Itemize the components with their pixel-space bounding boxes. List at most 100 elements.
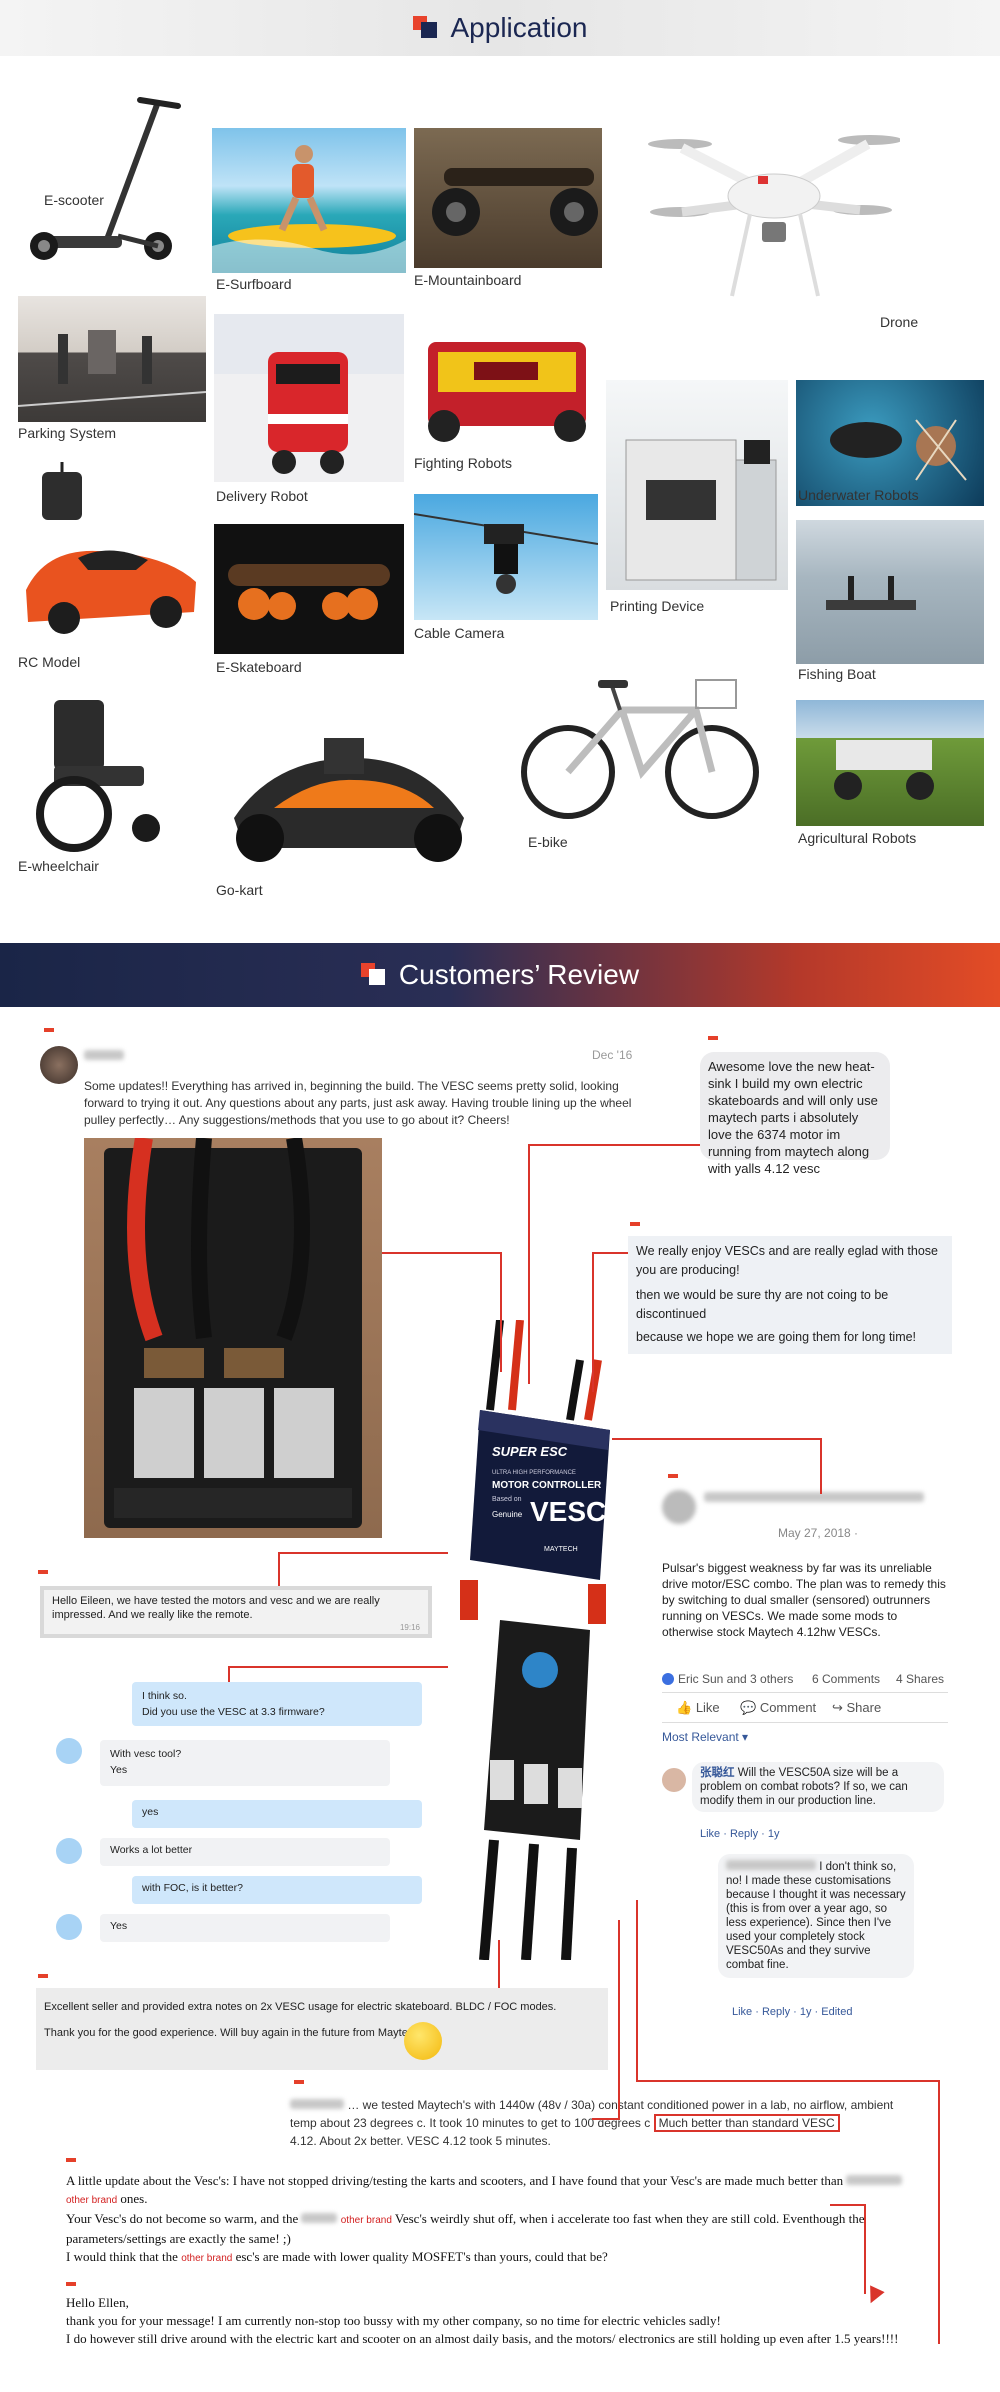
e-wheelchair-image	[18, 690, 184, 856]
app-label: Cable Camera	[414, 625, 505, 641]
update-text-2a: Your Vesc's do not become so warm, and t…	[66, 2211, 299, 2226]
fb-like-button[interactable]: 👍 Like	[676, 1700, 720, 1716]
review-ellen: Hello Ellen, thank you for your message!…	[66, 2294, 946, 2348]
fb-avatar	[662, 1490, 696, 1524]
device-vesc: VESC	[530, 1496, 607, 1527]
app-label: E-Mountainboard	[414, 272, 522, 288]
review-tested: … we tested Maytech's with 1440w (48v / …	[290, 2096, 910, 2150]
fb-comment2: I don't think so, no! I made these custo…	[718, 1854, 914, 1978]
fb-shares-count[interactable]: 4 Shares	[896, 1672, 945, 1686]
device-brand: SUPER ESC	[492, 1444, 568, 1459]
app-label: Parking System	[18, 425, 117, 441]
e-mountainboard-image	[414, 128, 602, 268]
enjoy-line-3: because we hope we are going them for lo…	[636, 1330, 917, 1344]
go-kart-image	[214, 698, 484, 876]
ellen-line: I do however still drive around with the…	[66, 2331, 899, 2346]
app-label: Drone	[880, 314, 919, 330]
update-para-2: Your Vesc's do not become so warm, and t…	[66, 2210, 906, 2248]
other-brand-label: other brand	[340, 2215, 392, 2226]
red-marker	[294, 2080, 304, 2084]
e-surfboard-image	[212, 128, 406, 273]
red-marker	[44, 1028, 54, 1032]
application-header: Application	[0, 0, 1000, 56]
app-label: E-Surfboard	[216, 276, 292, 292]
fb-date: May 27, 2018 ·	[778, 1526, 859, 1540]
chat-line: yes	[142, 1806, 159, 1818]
app-label: Delivery Robot	[216, 488, 308, 504]
review-header: Customers’ Review	[0, 943, 1000, 1007]
tested-author-blurred	[290, 2099, 344, 2109]
chat-line: Yes	[110, 1764, 128, 1776]
fb-divider	[662, 1692, 948, 1693]
fb-sort[interactable]: Most Relevant ▾	[662, 1730, 749, 1744]
update-text-1b: ones.	[120, 2191, 148, 2206]
chat-bubble-right: I think so. Did you use the VESC at 3.3 …	[132, 1682, 422, 1726]
fb-reactions-text[interactable]: Eric Sun and 3 others	[678, 1672, 794, 1686]
fb-comment1-actions[interactable]: Like · Reply · 1y	[700, 1828, 780, 1840]
review-update: A little update about the Vesc's: I have…	[66, 2172, 906, 2268]
app-label: Underwater Robots	[798, 487, 919, 503]
app-label: Go-kart	[216, 882, 263, 898]
post-author-blurred	[84, 1050, 124, 1060]
device-line1: MOTOR CONTROLLER	[492, 1480, 602, 1491]
review-awesome-text: Awesome love the new heat-sink I build m…	[708, 1059, 878, 1176]
eileen-text: Hello Eileen, we have tested the motors …	[52, 1595, 380, 1621]
e-skateboard-image	[214, 524, 404, 654]
smiley-icon	[404, 2022, 442, 2060]
fb-comment1-name[interactable]: 张聪红	[700, 1767, 735, 1779]
update-para-1: A little update about the Vesc's: I have…	[66, 2172, 906, 2210]
chat-line: With vesc tool?	[110, 1748, 182, 1760]
fb-author-blurred	[704, 1492, 924, 1502]
fb-reactions: Eric Sun and 3 others	[662, 1672, 793, 1686]
esc-device-image: SUPER ESC ULTRA HIGH PERFORMANCE MOTOR C…	[420, 1320, 630, 1960]
printing-device-image	[606, 380, 788, 590]
post-avatar	[40, 1046, 78, 1084]
parking-system-image	[18, 296, 206, 422]
fb-comment2-actions[interactable]: Like · Reply · 1y · Edited	[732, 2006, 853, 2018]
app-label: E-scooter	[44, 192, 104, 208]
fishing-boat-image	[796, 520, 984, 664]
drone-image	[640, 118, 900, 338]
chat-avatar	[56, 1914, 82, 1940]
application-title: Application	[450, 12, 588, 43]
fb-text: Pulsar's biggest weakness by far was its…	[662, 1561, 946, 1639]
red-marker	[708, 1036, 718, 1040]
fb-comment1: 张聪红 Will the VESC50A size will be a prob…	[692, 1762, 944, 1812]
device-line2: Based on	[492, 1496, 522, 1503]
chat-bubble-left: Works a lot better	[100, 1838, 390, 1866]
comment-icon: 💬	[740, 1700, 760, 1715]
red-marker	[38, 1974, 48, 1978]
red-marker	[66, 2158, 76, 2162]
like-label: Like	[695, 1700, 720, 1715]
device-sub: ULTRA HIGH PERFORMANCE	[492, 1470, 576, 1476]
rc-model-image	[18, 462, 204, 648]
ellen-line: Hello Ellen,	[66, 2295, 129, 2310]
chat-bubble-right: yes	[132, 1800, 422, 1828]
app-label: E-Skateboard	[216, 659, 302, 675]
underwater-robots-image	[796, 380, 984, 506]
red-marker	[668, 1474, 678, 1478]
fb-divider	[662, 1722, 948, 1723]
red-marker	[66, 2282, 76, 2286]
fb-comments-count[interactable]: 6 Comments	[812, 1672, 881, 1686]
logo-icon	[360, 963, 387, 987]
app-label: Agricultural Robots	[798, 830, 917, 846]
app-label: Printing Device	[610, 598, 705, 614]
brand-blurred	[301, 2213, 338, 2223]
fb-post: May 27, 2018 · Pulsar's biggest weakness…	[656, 1476, 948, 2036]
tested-text-2: 4.12. About 2x better. VESC 4.12 took 5 …	[290, 2134, 551, 2148]
logo-icon	[412, 16, 439, 40]
chat-line: with FOC, is it better?	[142, 1882, 243, 1894]
update-text-1: A little update about the Vesc's: I have…	[66, 2173, 844, 2188]
chat-bubble-left: With vesc tool? Yes	[100, 1740, 390, 1786]
red-marker	[38, 1570, 48, 1574]
fb-share-button[interactable]: ↪ Share	[832, 1700, 881, 1716]
update-text-3b: esc's are made with lower quality MOSFET…	[235, 2249, 608, 2264]
fb-comment2-author-blurred	[726, 1860, 816, 1870]
app-label: Fishing Boat	[798, 666, 876, 682]
fb-comment-button[interactable]: 💬 Comment	[740, 1700, 816, 1716]
brand-blurred	[846, 2175, 903, 2185]
seller-text: Excellent seller and provided extra note…	[44, 2001, 557, 2039]
update-para-3: I would think that the other brand esc's…	[66, 2248, 906, 2268]
chat-avatar	[56, 1838, 82, 1864]
